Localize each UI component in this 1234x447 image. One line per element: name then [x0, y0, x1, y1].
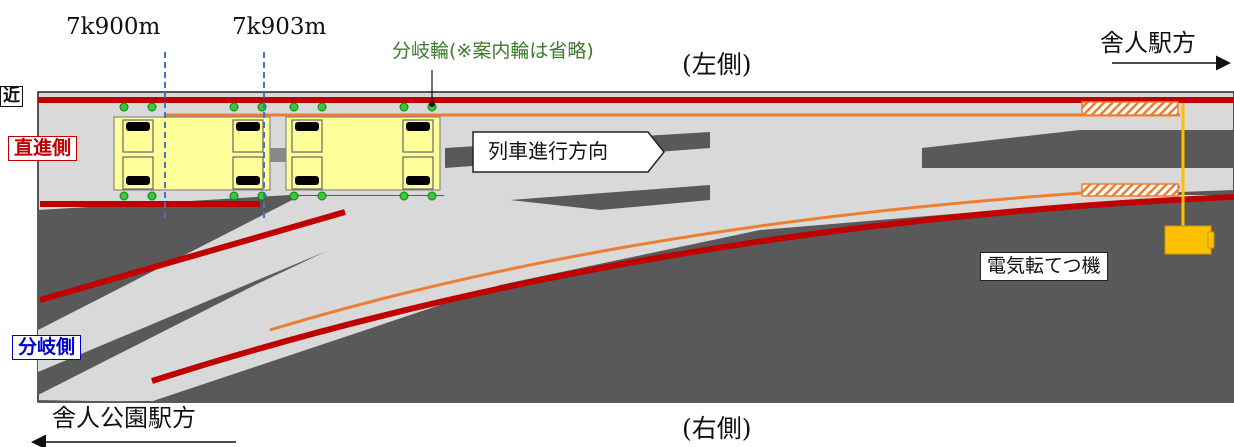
- branch-wheel-label: 分岐輪(※案内輪は省略): [392, 40, 594, 62]
- branch-track-lower: [151, 194, 1234, 384]
- guide-rail-branch: [269, 185, 1181, 332]
- right-side-label: (右側): [682, 414, 752, 443]
- straight-side-label: 直進側: [8, 136, 78, 161]
- train-direction-label: 列車進行方向: [488, 139, 608, 163]
- train-direction-arrow: [472, 131, 665, 173]
- vehicle-car-2: [285, 116, 441, 191]
- branch-corridor: [38, 196, 445, 372]
- dark-island-bottom: [150, 200, 1234, 402]
- switch-blade-top: [1081, 101, 1179, 116]
- toneri-park-direction-label: 舎人公園駅方: [52, 404, 196, 432]
- dark-island-left: [38, 195, 445, 395]
- dark-island-top-right: [922, 130, 1234, 168]
- toneri-direction-label: 舎人駅方: [1100, 29, 1196, 57]
- km-label-7k900: 7k900m: [66, 14, 161, 40]
- km-label-7k903: 7k903m: [232, 14, 327, 40]
- point-machine-box: [1164, 225, 1212, 255]
- vehicle-car-1: [113, 116, 271, 191]
- near-label: 近: [0, 86, 23, 107]
- branch-side-label: 分岐側: [12, 335, 82, 360]
- left-side-label: (左側): [682, 50, 752, 79]
- branch-track-upper: [39, 209, 346, 303]
- switch-blade-bottom: [1081, 183, 1179, 197]
- dark-wedge: [510, 185, 710, 210]
- point-machine-label: 電気転てつ機: [980, 252, 1108, 281]
- branch-wheel-dots: [119, 102, 437, 201]
- coupler: [270, 148, 286, 162]
